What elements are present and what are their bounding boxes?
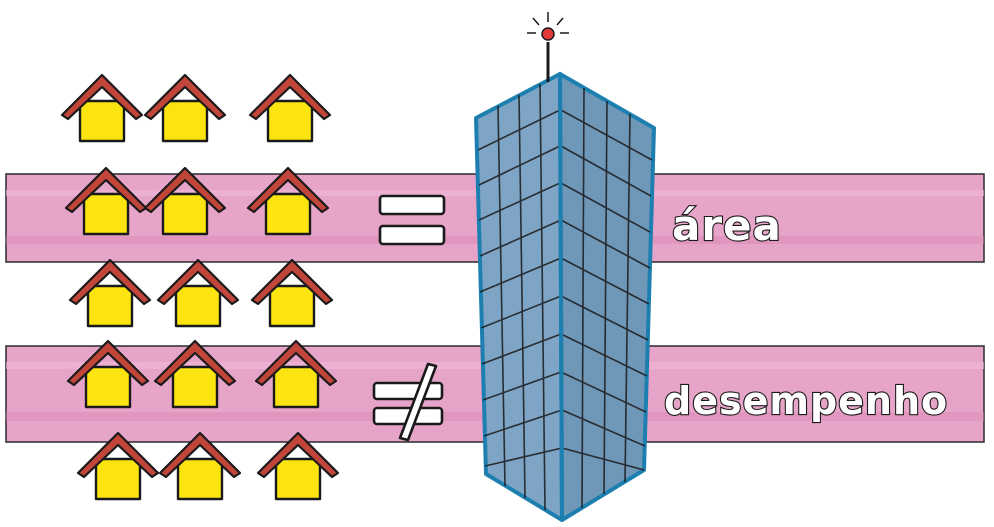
area-label: área: [672, 201, 782, 250]
house-icon: [145, 75, 225, 141]
house-icon: [258, 433, 338, 499]
tower-icon: [476, 74, 654, 520]
antenna-icon: [527, 12, 569, 82]
house-icon: [252, 260, 332, 326]
house-icon: [250, 75, 330, 141]
house-icon: [158, 260, 238, 326]
house-icon: [78, 433, 158, 499]
house-icon: [62, 75, 142, 141]
house-icon: [70, 260, 150, 326]
house-icon: [160, 433, 240, 499]
performance-label: desempenho: [664, 379, 948, 423]
